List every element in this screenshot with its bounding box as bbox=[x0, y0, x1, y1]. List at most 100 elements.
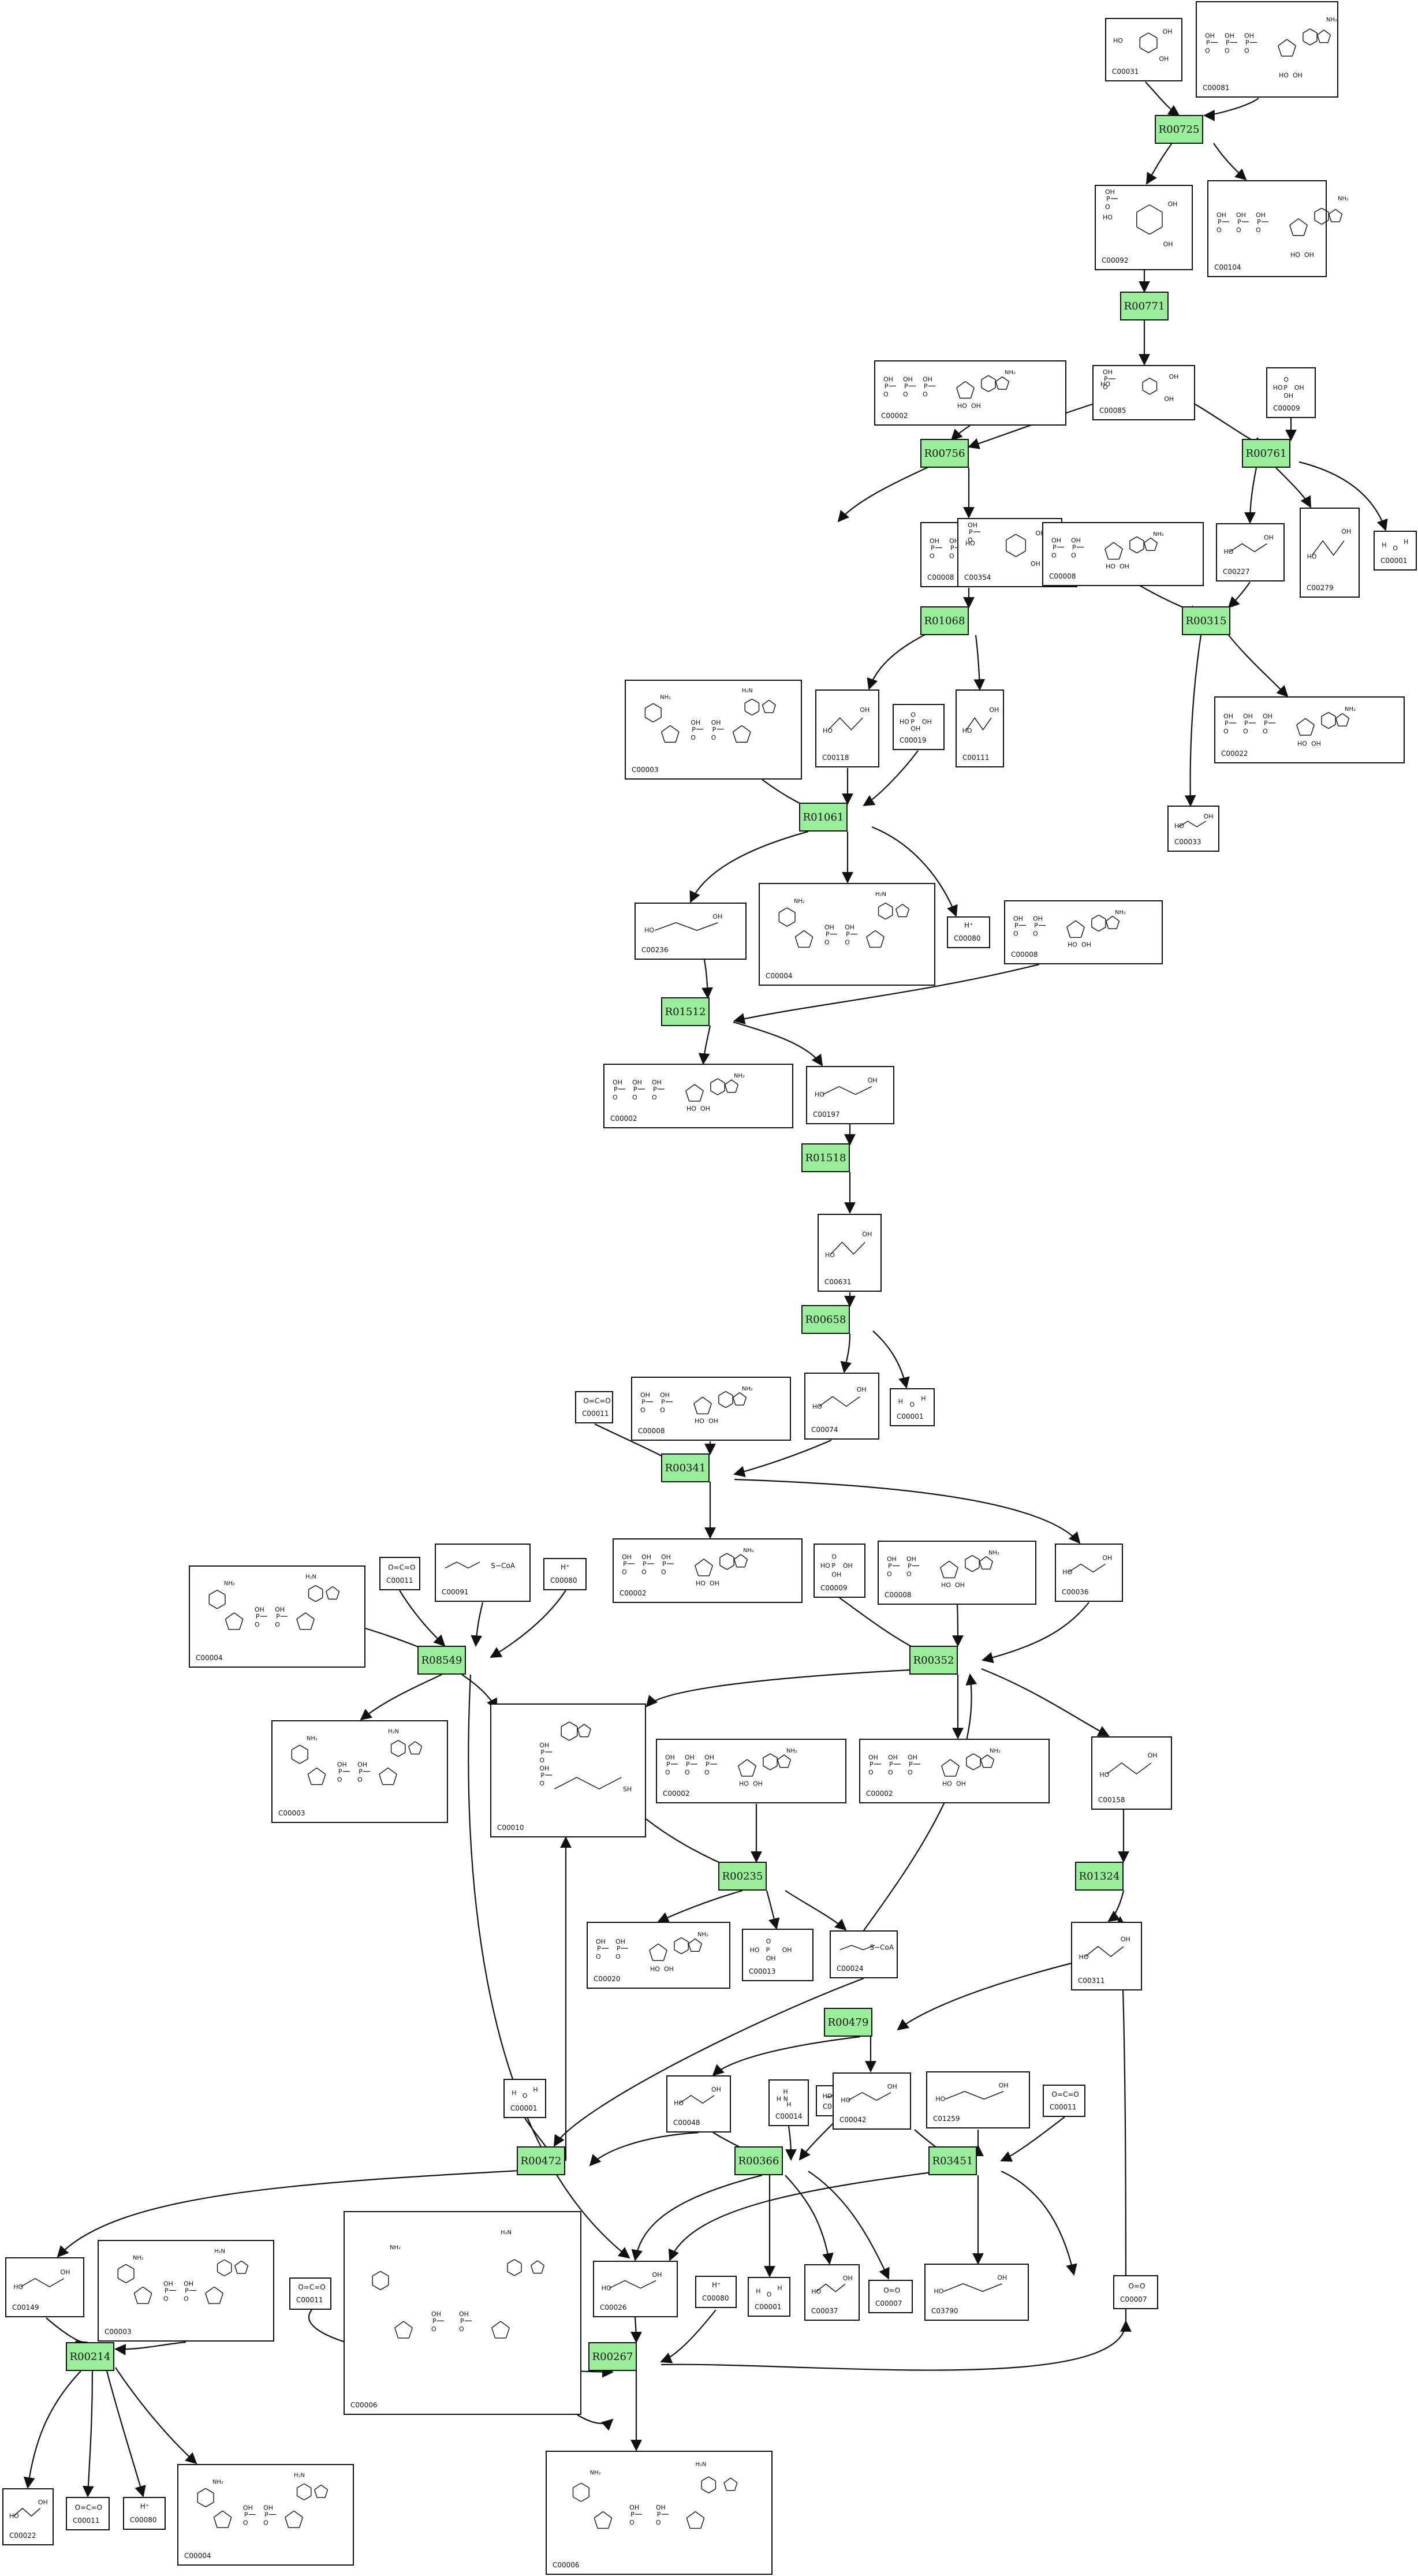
svg-text:S−CoA: S−CoA bbox=[491, 1562, 515, 1570]
reaction-node[interactable]: R00214 bbox=[66, 2342, 114, 2371]
reaction-node[interactable]: R00341 bbox=[661, 1453, 710, 1482]
svg-text:P: P bbox=[662, 1560, 666, 1568]
reaction-node[interactable]: R00725 bbox=[1155, 115, 1203, 144]
reaction-node[interactable]: R08549 bbox=[417, 1646, 466, 1675]
reaction-node[interactable]: R01061 bbox=[799, 803, 848, 832]
edge-arrow bbox=[1000, 2116, 1065, 2162]
reaction-node[interactable]: R03451 bbox=[928, 2146, 977, 2175]
svg-text:O: O bbox=[1236, 226, 1241, 234]
reaction-node[interactable]: R01324 bbox=[1075, 1862, 1124, 1891]
reaction-node[interactable]: R00267 bbox=[588, 2342, 637, 2371]
compound-id: C00236 bbox=[641, 946, 669, 954]
structure-drawing: H⁺ bbox=[561, 1563, 569, 1571]
compound-node[interactable]: H⁺C00080 bbox=[543, 1558, 587, 1590]
reaction-node[interactable]: R00756 bbox=[920, 439, 969, 468]
reaction-node[interactable]: R00352 bbox=[909, 1646, 958, 1675]
reaction-node[interactable]: R00658 bbox=[801, 1305, 850, 1334]
svg-text:P: P bbox=[540, 1772, 544, 1779]
edge-arrow bbox=[1145, 81, 1180, 117]
compound-node[interactable]: H⁺C00080 bbox=[123, 2497, 166, 2530]
svg-text:P: P bbox=[1218, 218, 1222, 226]
reaction-node[interactable]: R00479 bbox=[824, 2008, 872, 2037]
reaction-node[interactable]: R01068 bbox=[920, 606, 969, 635]
reaction-node[interactable]: R00315 bbox=[1182, 606, 1230, 635]
svg-text:OH: OH bbox=[357, 1761, 367, 1769]
compound-node[interactable]: H⁺C00080 bbox=[947, 916, 990, 948]
reaction-node[interactable]: R00235 bbox=[718, 1862, 767, 1891]
reaction-node[interactable]: R00472 bbox=[517, 2146, 565, 2175]
reaction-node[interactable]: R01518 bbox=[801, 1143, 850, 1172]
reaction-node[interactable]: R01512 bbox=[661, 997, 710, 1026]
compound-node[interactable]: H⁺C00080 bbox=[695, 2276, 737, 2308]
reaction-node[interactable]: R00771 bbox=[1120, 292, 1169, 320]
reaction-node[interactable]: R00761 bbox=[1242, 439, 1290, 468]
svg-text:OH: OH bbox=[831, 1571, 841, 1579]
reaction-node[interactable]: R00366 bbox=[734, 2146, 783, 2175]
